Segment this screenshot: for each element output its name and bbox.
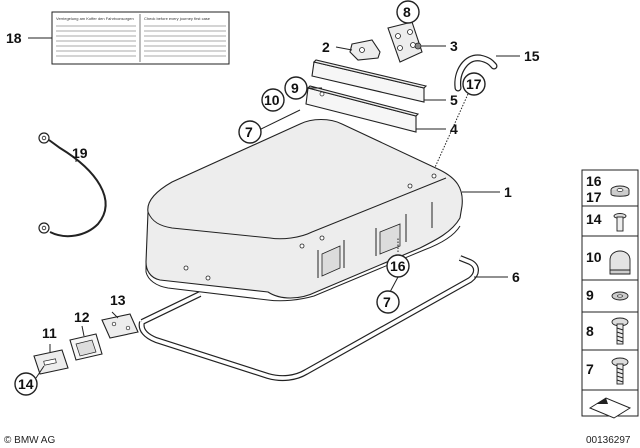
callout-17a: 17: [466, 76, 482, 92]
callout-17a-circle: [462, 72, 486, 96]
topcase-shell: [145, 118, 463, 302]
callout-2: 2: [322, 39, 330, 55]
callout-4: 4: [450, 121, 458, 137]
label-card-left-heading: Verriegelung am Koffer den Fahrtvonsorge…: [56, 16, 134, 21]
callout-12: 12: [74, 309, 90, 325]
callout-19: 19: [72, 145, 88, 161]
legend-17: 17: [586, 189, 602, 205]
callout-10: 10: [264, 92, 280, 108]
callout-7a: 7: [245, 124, 253, 140]
hinge-bracket: [349, 21, 423, 63]
callout-3: 3: [450, 38, 458, 54]
legend-7: 7: [586, 361, 594, 377]
label-card-right-heading: Check before every journey first case: [144, 16, 211, 21]
callout-9: 9: [291, 80, 299, 96]
callout-13: 13: [110, 292, 126, 308]
callout-10-circle: [261, 88, 285, 112]
label-card: Verriegelung am Koffer den Fahrtvonsorge…: [51, 11, 230, 65]
lock-plate-12: [69, 333, 103, 361]
legend-14: 14: [586, 211, 602, 227]
callout-7a-circle: [238, 120, 262, 144]
legend-16: 16: [586, 173, 602, 189]
lock-plate-13: [101, 313, 139, 339]
footer-image-id: 00136297: [586, 435, 631, 446]
callout-14: 14: [18, 376, 34, 392]
lock-plate-11: [33, 349, 69, 375]
callout-6: 6: [512, 269, 520, 285]
callout-7b: 7: [383, 294, 391, 310]
rail-lower: [305, 85, 420, 133]
rail-upper: [311, 59, 428, 103]
footer-brand: © BMW AG: [4, 435, 55, 446]
legend-10: 10: [586, 249, 602, 265]
seal-ring: [138, 255, 479, 382]
callout-7b-circle: [376, 290, 400, 314]
callout-8-circle: [396, 0, 420, 24]
callout-18: 18: [6, 30, 22, 46]
callout-16a: 16: [390, 258, 406, 274]
callout-15: 15: [524, 48, 540, 64]
callout-8: 8: [403, 4, 411, 20]
callout-14-circle: [14, 372, 38, 396]
callout-11: 11: [42, 325, 57, 341]
callout-5: 5: [450, 92, 458, 108]
hardware-legend: 16 17 14 10 9 8 7: [581, 169, 639, 419]
callout-1: 1: [504, 184, 512, 200]
ground-cable: [38, 132, 107, 238]
legend-9: 9: [586, 287, 594, 303]
legend-8: 8: [586, 323, 594, 339]
strap-hook: [454, 54, 498, 92]
callout-9-circle: [284, 76, 308, 100]
